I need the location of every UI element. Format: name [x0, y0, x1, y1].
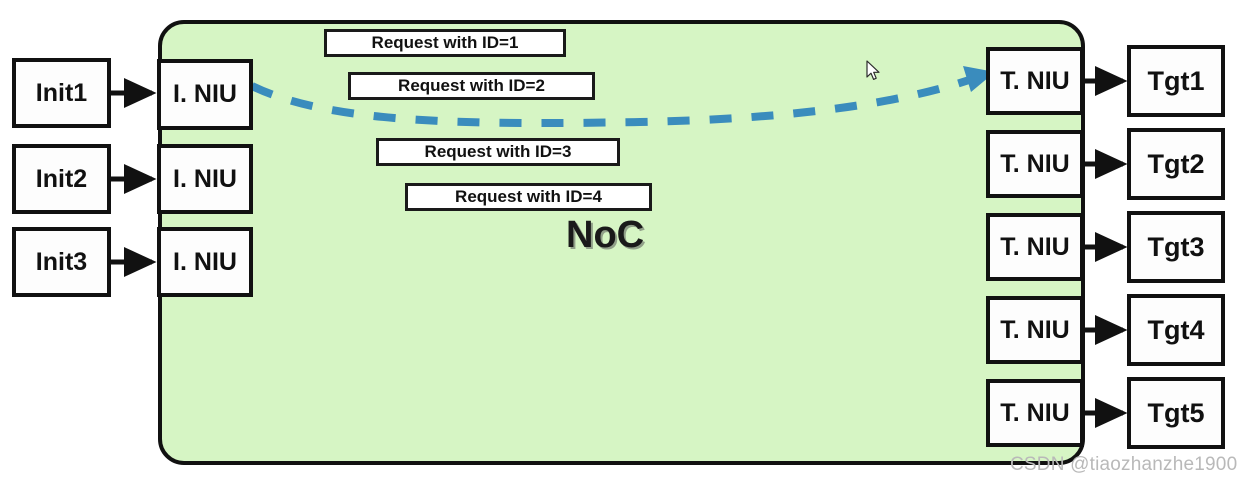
- target-niu-box-3: T. NIU: [986, 213, 1084, 281]
- initiator-niu-label: I. NIU: [173, 247, 237, 276]
- request-label-text: Request with ID=4: [455, 187, 602, 206]
- request-label-1: Request with ID=1: [324, 29, 566, 57]
- initiator-label: Init2: [35, 164, 88, 193]
- initiator-niu-label: I. NIU: [173, 164, 237, 193]
- request-label-4: Request with ID=4: [405, 183, 652, 211]
- request-label-3: Request with ID=3: [376, 138, 620, 166]
- initiator-niu-label: I. NIU: [173, 80, 237, 108]
- request-label-2: Request with ID=2: [348, 72, 595, 100]
- target-niu-box-2: T. NIU: [986, 130, 1084, 198]
- target-label: Tgt1: [1147, 65, 1205, 96]
- target-box-3: Tgt3: [1127, 211, 1225, 283]
- target-niu-label: T. NIU: [1000, 66, 1070, 95]
- target-niu-box-4: T. NIU: [986, 296, 1084, 364]
- request-label-text: Request with ID=3: [424, 142, 572, 161]
- target-label: Tgt3: [1147, 231, 1205, 262]
- target-label: Tgt2: [1147, 148, 1205, 179]
- target-box-5: Tgt5: [1127, 377, 1225, 449]
- initiator-niu-box-3: I. NIU: [157, 227, 253, 297]
- initiator-niu-box-2: I. NIU: [157, 144, 253, 214]
- noc-title-label: NoC: [566, 214, 645, 256]
- target-niu-label: T. NIU: [1000, 315, 1070, 344]
- target-box-2: Tgt2: [1127, 128, 1225, 200]
- target-niu-box-5: T. NIU: [986, 379, 1084, 447]
- target-box-1: Tgt1: [1127, 45, 1225, 117]
- target-niu-label: T. NIU: [1000, 398, 1070, 427]
- target-label: Tgt5: [1147, 397, 1205, 428]
- target-label: Tgt4: [1147, 314, 1205, 345]
- target-niu-box-1: T. NIU: [986, 47, 1084, 115]
- target-niu-label: T. NIU: [1000, 149, 1070, 178]
- target-niu-label: T. NIU: [1000, 232, 1070, 261]
- initiator-niu-box-1: I. NIU: [157, 59, 253, 130]
- target-box-4: Tgt4: [1127, 294, 1225, 366]
- initiator-box-1: Init1: [12, 58, 111, 128]
- mouse-cursor-icon: [866, 60, 880, 80]
- request-label-text: Request with ID=2: [398, 76, 545, 95]
- initiator-box-2: Init2: [12, 144, 111, 214]
- initiator-box-3: Init3: [12, 227, 111, 297]
- request-label-text: Request with ID=1: [371, 33, 519, 52]
- watermark-text: CSDN @tiaozhanzhe1900: [1010, 454, 1238, 475]
- initiator-label: Init1: [35, 78, 88, 107]
- initiator-label: Init3: [35, 247, 88, 276]
